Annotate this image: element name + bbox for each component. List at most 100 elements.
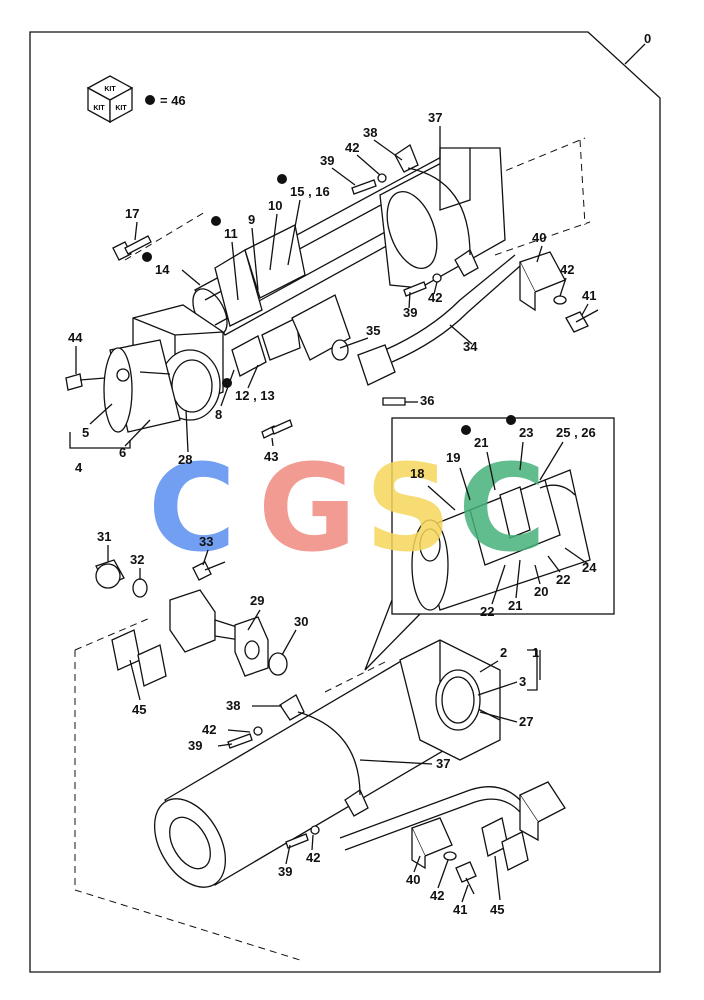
callout-c42: 2 [479,645,507,673]
callout-c4: 10 [268,198,282,271]
part-number-label: 31 [97,529,111,544]
part-number-label: 35 [366,323,380,338]
part-number-label: 39 [403,305,417,320]
part-number-label: 42 [345,140,359,155]
lower-bolt-39 [227,733,253,749]
callout-c10: 40 [532,230,546,263]
part-number-label: 11 [224,226,238,241]
callout-c45: 27 [479,711,533,729]
callout-c48: 39 [188,738,233,753]
part-number-label: 34 [463,339,478,354]
part-number-label: 37 [428,110,442,125]
part-number-label: 23 [519,425,533,440]
callout-leader [247,364,259,389]
cylinder-head [379,147,506,289]
part-number-label: 18 [410,466,424,481]
callout-c24: 12 , 13 [222,364,275,403]
callout-leader [564,547,589,565]
callout-leader [134,221,138,241]
kit-dot-icon [506,415,516,425]
watermark-letter: S [365,440,451,579]
callout-leader [285,844,291,865]
callout-c13: 42 [428,281,442,305]
part-number-label: 33 [199,534,213,549]
lower-bolt-41 [455,861,477,895]
part-number-label: 15 , 16 [290,184,330,199]
callout-c51: 42 [306,834,320,865]
bolt-41 [565,309,599,333]
split-flange-45-left [111,629,167,687]
callout-leader [437,859,449,889]
callout-leader [449,324,473,345]
callout-leader [494,855,501,901]
callout-c23: 8 [215,369,235,422]
callout-c6: 39 [320,153,356,186]
lower-washer-42b [310,825,320,835]
callout-leader [539,441,564,481]
callout-c11: 42 [559,262,574,297]
diagram-frame [29,31,661,973]
detail-leader [364,599,421,671]
cylinder-head-end [399,639,501,761]
hydraulic-line-34 [384,254,521,363]
callout-leader [413,855,421,873]
callout-c37: 32 [130,552,144,580]
lower-phantom-lines [74,617,386,961]
part-number-label: 28 [178,452,192,467]
kit-icon: KIT KIT KIT [86,75,134,124]
part-number-label: 38 [226,698,240,713]
kit-right-text: KIT [115,105,127,112]
group-bracket [527,649,538,691]
flange-35 [331,339,396,386]
callout-c52: 40 [406,855,421,887]
callout-leader [129,659,141,701]
callout-c26: 21 [461,425,496,491]
kit-dot-icon [222,378,232,388]
callout-c27: 23 [506,415,533,471]
callout-c30: 18 [410,466,456,511]
kit-dot-icon [145,95,155,105]
callout-c17: 36 [405,393,434,408]
callout-leader [231,241,239,301]
callout-c46: 38 [226,698,282,713]
callout-leader [459,467,471,501]
lower-flange [519,781,566,842]
kit-note: = 46 [160,93,186,108]
part-number-label: 42 [306,850,320,865]
callout-leader [491,564,506,605]
callout-c53: 42 [430,859,449,903]
callout-c0: 17 [125,206,139,241]
callout-c31: 24 [564,547,597,575]
upper-washer-42b [432,273,442,283]
callout-c43: 1 [532,645,541,680]
callout-c44: 3 [477,674,526,696]
lower-bolt-39b [285,833,309,849]
part-number-label: 12 , 13 [235,388,275,403]
bolt-33 [192,561,226,581]
part-number-label: 43 [264,449,278,464]
callout-leader [181,269,201,286]
part-number-label: 5 [82,425,89,440]
callout-leader [359,759,433,765]
part-number-label: 40 [532,230,546,245]
split-flange-45-right [481,817,529,871]
callout-c21: 4 [75,460,83,475]
callout-c12: 41 [581,288,596,316]
lower-clamp-block-40 [411,817,453,870]
callout-leader [331,167,356,186]
kit-left-text: KIT [93,105,105,112]
callout-c5: 15 , 16 [277,174,330,266]
callout-c47: 42 [202,722,251,737]
part-number-label: 22 [480,604,494,619]
callout-leader [356,154,381,176]
part-number-label: 42 [560,262,574,277]
callout-c29: 19 [446,450,471,501]
part-number-label: 22 [556,572,570,587]
callout-leader [339,337,369,349]
callout-leader [581,303,589,316]
callout-c9: 37 [428,110,442,160]
callout-c32: 22 [480,564,506,619]
callout-c1: 14 [142,252,201,286]
